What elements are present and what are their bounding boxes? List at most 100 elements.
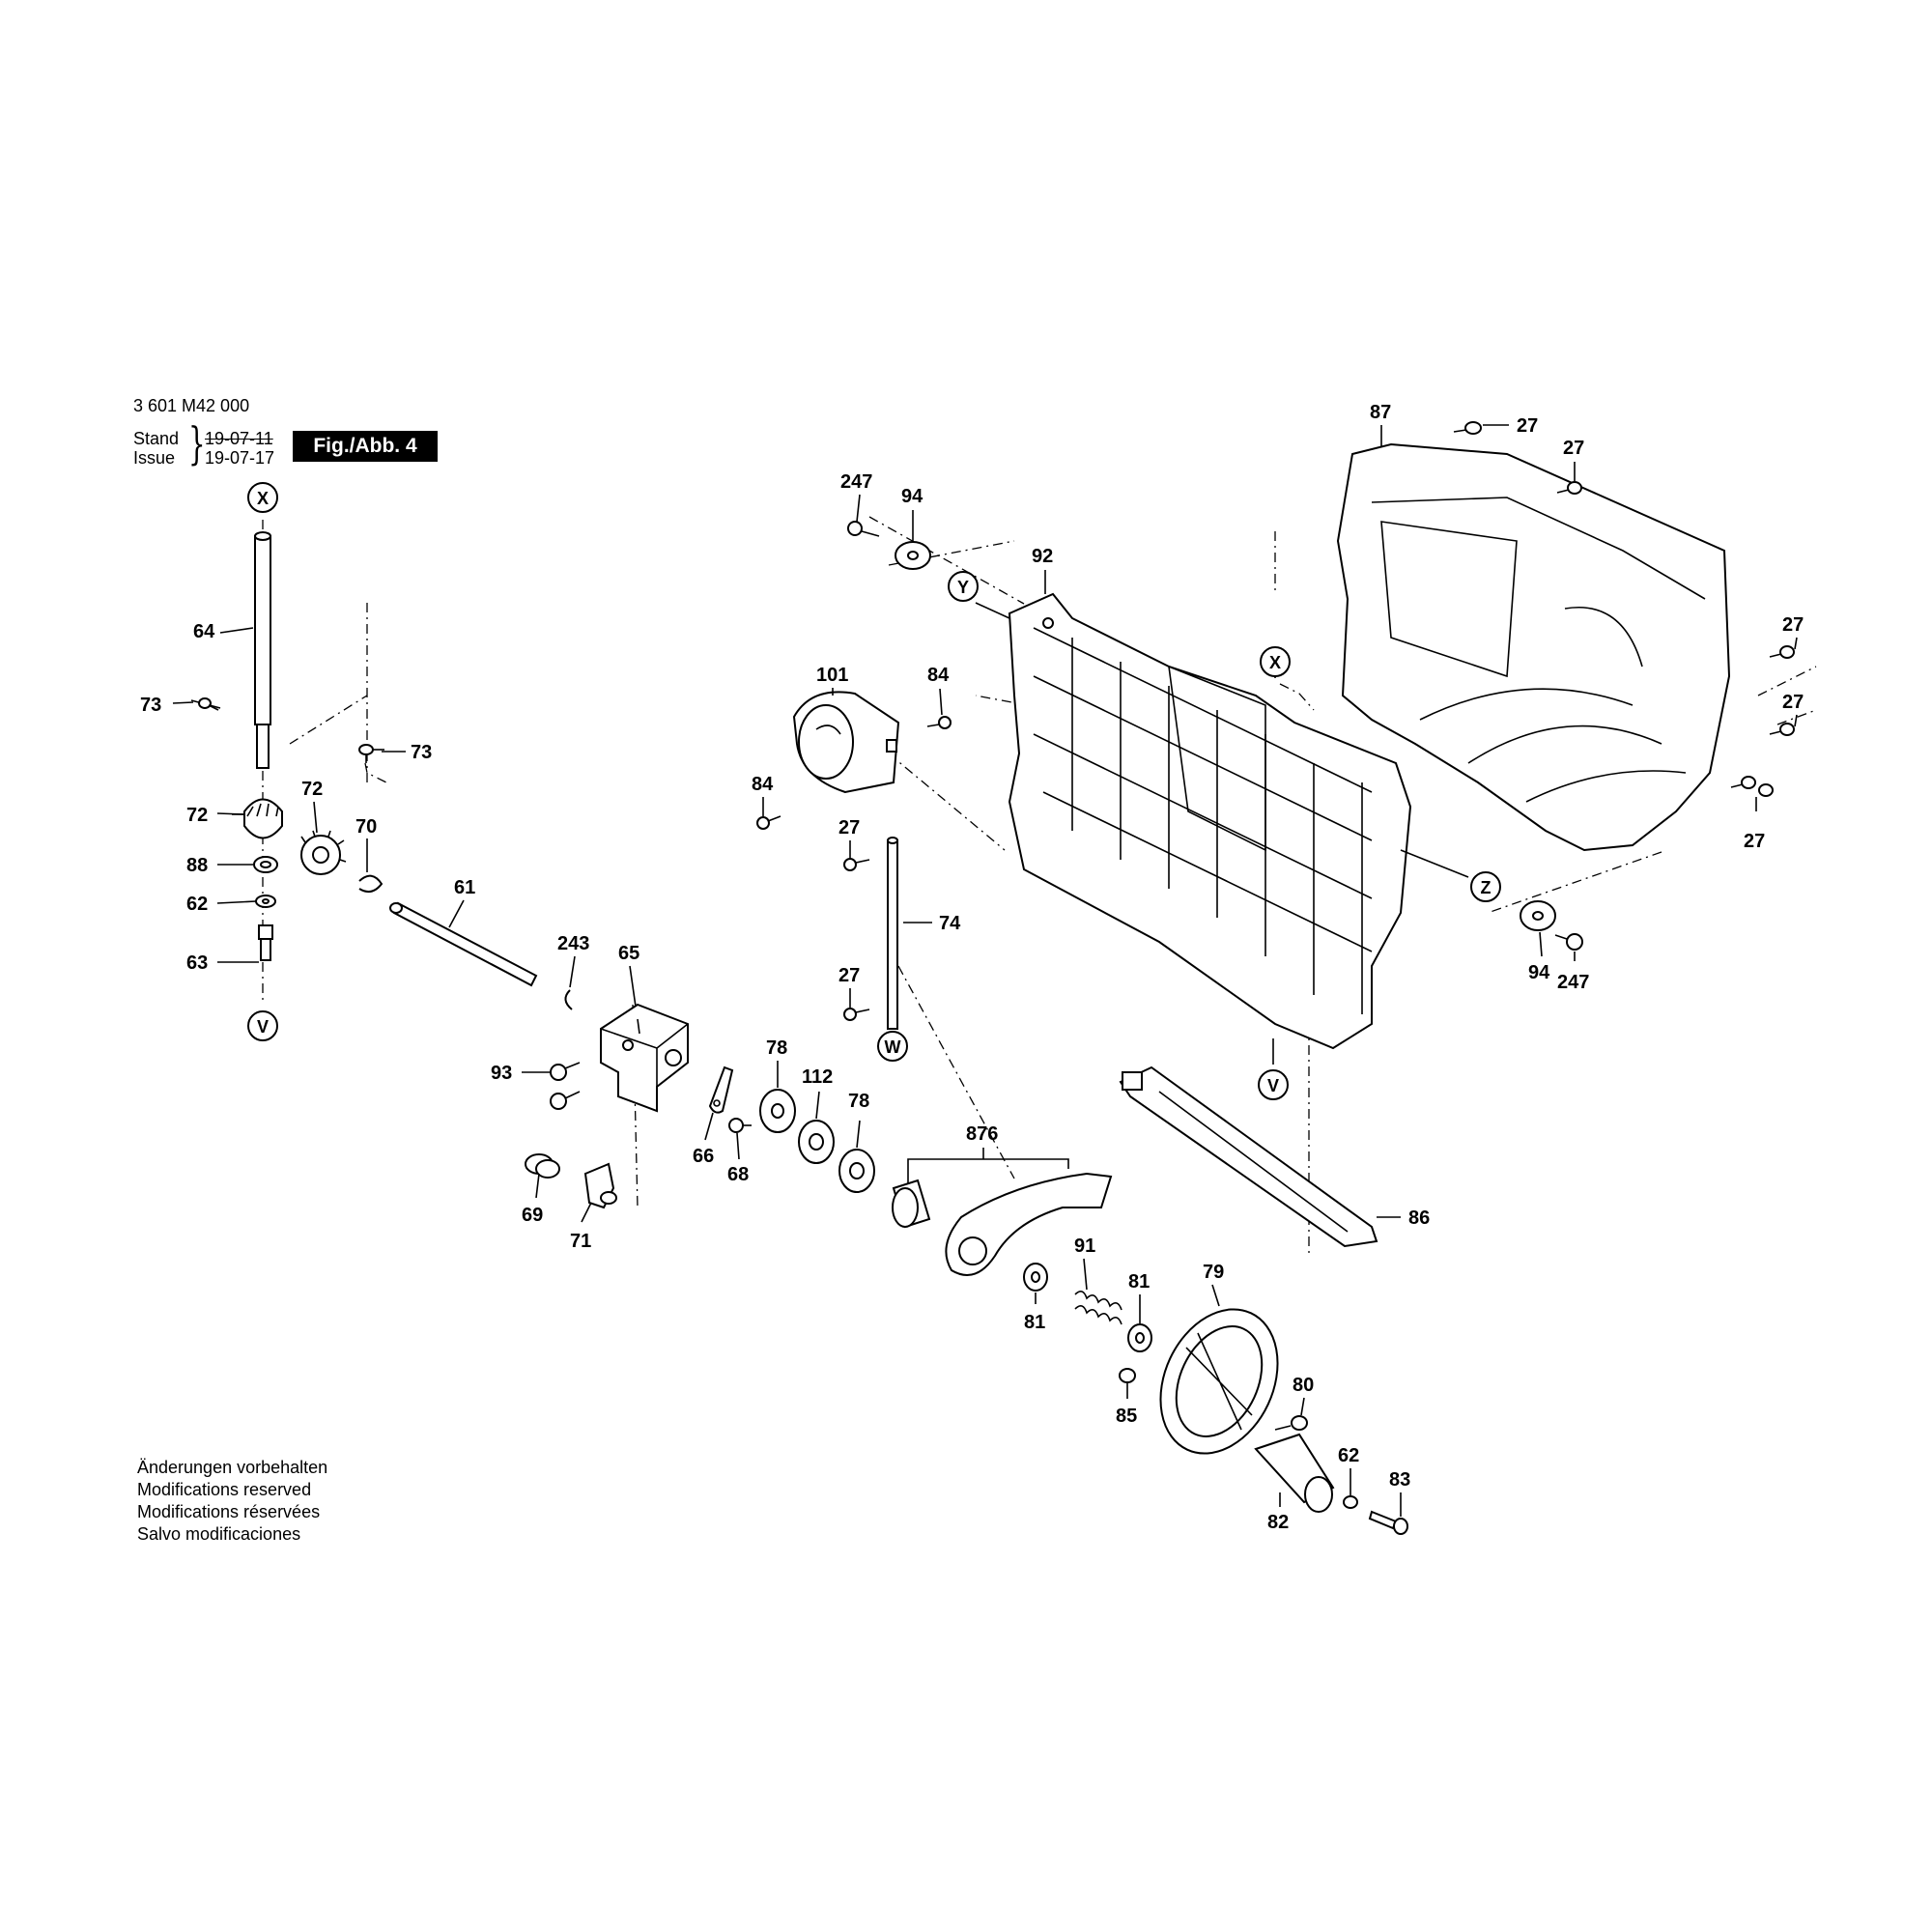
lever-876 — [945, 1172, 1113, 1276]
figure-label-box: Fig./Abb. 4 — [293, 431, 438, 462]
label-81-left: 81 — [1024, 1312, 1045, 1333]
gear-72-right — [300, 830, 347, 875]
label-85: 85 — [1116, 1406, 1137, 1427]
label-65: 65 — [618, 943, 639, 964]
washer-78-first — [759, 1089, 796, 1133]
label-93: 93 — [491, 1063, 512, 1084]
label-91: 91 — [1074, 1236, 1095, 1257]
svg-text:Z: Z — [1481, 878, 1492, 897]
screw-73-left — [190, 697, 221, 711]
plate-92 — [1008, 592, 1412, 1050]
svg-text:V: V — [1267, 1076, 1279, 1095]
label-73-left: 73 — [140, 695, 161, 716]
label-876: 876 — [966, 1123, 998, 1145]
nut-69 — [525, 1153, 560, 1179]
screw-80 — [1274, 1415, 1308, 1431]
stand-label: Stand — [133, 429, 180, 448]
washer-78-second — [838, 1149, 875, 1193]
gear-72-left — [232, 798, 283, 839]
label-74: 74 — [939, 913, 961, 934]
connector-v-plate: V — [1258, 1069, 1289, 1100]
screw-93-upper — [550, 1062, 581, 1081]
label-81-right: 81 — [1128, 1271, 1150, 1293]
rod-74 — [887, 837, 898, 1030]
label-70: 70 — [355, 816, 377, 838]
screw-27-guard-right-3 — [1730, 776, 1756, 789]
modification-notes: Änderungen vorbehalten Modifications res… — [137, 1457, 327, 1546]
sleeve-71 — [583, 1162, 617, 1209]
label-27-rod-top: 27 — [838, 817, 860, 838]
note-es: Salvo modificaciones — [137, 1524, 301, 1544]
guard-87 — [1336, 442, 1731, 852]
label-27-guard-right-3: 27 — [1744, 831, 1765, 852]
handwheel-79 — [1159, 1308, 1279, 1455]
label-64: 64 — [193, 621, 215, 642]
connector-y: Y — [948, 571, 979, 602]
label-80: 80 — [1293, 1375, 1314, 1396]
label-112: 112 — [802, 1066, 833, 1088]
washer-81-left — [1023, 1263, 1048, 1292]
washer-62-right — [1343, 1495, 1358, 1509]
label-72-right: 72 — [301, 779, 323, 800]
svg-text:W: W — [885, 1037, 901, 1057]
label-69: 69 — [522, 1205, 543, 1226]
connector-x-top: X — [247, 482, 278, 513]
leader-lines — [172, 424, 1798, 1517]
connector-v-left: V — [247, 1010, 278, 1041]
label-83: 83 — [1389, 1469, 1410, 1491]
chute-86 — [1119, 1065, 1378, 1248]
brace-glyph: } — [188, 417, 206, 469]
shaft-61 — [389, 901, 538, 987]
label-66: 66 — [693, 1146, 714, 1167]
washer-112 — [798, 1120, 835, 1164]
label-63: 63 — [186, 952, 208, 974]
screw-27-guard-second — [1556, 481, 1582, 495]
label-27-guard-right-2: 27 — [1782, 692, 1804, 713]
housing-101 — [792, 691, 900, 794]
label-27-guard-second: 27 — [1563, 438, 1584, 459]
label-27-rod-bottom: 27 — [838, 965, 860, 986]
label-243: 243 — [557, 933, 589, 954]
screw-93-lower — [550, 1091, 581, 1110]
screw-247-lower — [1554, 933, 1583, 951]
washer-81-right — [1127, 1323, 1152, 1352]
label-27-guard-top: 27 — [1517, 415, 1538, 437]
bushing-876 — [892, 1179, 931, 1229]
label-84-upper: 84 — [927, 665, 950, 686]
svg-text:V: V — [257, 1017, 269, 1037]
connector-w: W — [877, 1031, 908, 1062]
nut-85 — [1119, 1368, 1136, 1383]
svg-text:Y: Y — [957, 578, 969, 597]
label-101: 101 — [816, 665, 848, 686]
issue-date: 19-07-17 — [205, 448, 275, 468]
grip-82 — [1254, 1433, 1335, 1513]
screw-27-guard-top — [1453, 421, 1482, 435]
connector-x-plate: X — [1260, 646, 1291, 677]
spring-91 — [1074, 1291, 1122, 1325]
screw-63 — [258, 924, 273, 961]
screw-27-rod-top — [843, 858, 870, 871]
plate-66 — [708, 1065, 734, 1114]
screw-68 — [728, 1118, 752, 1133]
screw-27-guard-right-1 — [1769, 645, 1795, 659]
screw-247-upper — [847, 521, 880, 537]
washer-62-left — [255, 895, 276, 908]
label-82: 82 — [1267, 1512, 1289, 1533]
screw-27-guard-right-2 — [1769, 723, 1795, 736]
document-number: 3 601 M42 000 — [133, 396, 250, 415]
label-86: 86 — [1408, 1208, 1430, 1229]
stand-date: 19-07-11 — [205, 429, 273, 448]
label-247-lower: 247 — [1557, 972, 1589, 993]
note-fr: Modifications réservées — [137, 1502, 321, 1521]
label-88: 88 — [186, 855, 208, 876]
svg-text:X: X — [1269, 653, 1281, 672]
label-68: 68 — [727, 1164, 749, 1185]
connector-z: Z — [1470, 871, 1501, 902]
shaft-64 — [254, 531, 271, 769]
label-72-left: 72 — [186, 805, 208, 826]
svg-text:X: X — [257, 489, 269, 508]
note-de: Änderungen vorbehalten — [137, 1458, 328, 1477]
ring-70 — [358, 874, 384, 894]
label-27-guard-right-1: 27 — [1782, 614, 1804, 636]
washer-94-upper — [895, 541, 931, 570]
